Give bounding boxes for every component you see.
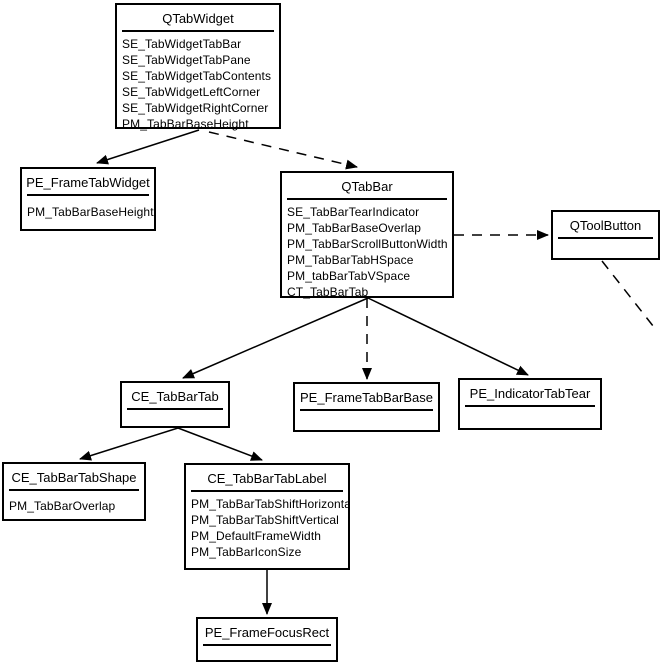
node-item: PM_TabBarTabShiftHorizontal [191,497,348,511]
node-qtoolbutton: QToolButton [551,210,660,260]
node-item: SE_TabBarTearIndicator [287,205,420,219]
edge-qtabwidget-to-qtabbar [208,131,358,170]
node-pe_frametabbarbase: PE_FrameTabBarBase [293,382,440,432]
node-title: CE_TabBarTabShape [11,470,137,485]
node-item: SE_TabWidgetTabBar [122,37,242,51]
node-item: PM_TabBarTabShiftVertical [191,513,339,527]
node-title: CE_TabBarTabLabel [207,471,327,486]
title-separator [191,490,343,492]
edge-qtoolbutton-to-offscreen-bottom-right [601,260,658,332]
node-item-list [198,646,336,650]
node-item: SE_TabWidgetTabContents [122,69,272,83]
node-item-list [460,407,600,411]
node-item: PM_TabBarBaseHeight [27,205,154,219]
node-title: PE_FrameFocusRect [204,625,330,640]
title-separator [287,198,447,200]
node-item-list: PM_TabBarBaseHeight [22,196,154,220]
title-separator [300,409,433,411]
node-item: PM_tabBarTabVSpace [287,269,411,283]
title-separator [203,644,331,646]
node-item-list [553,239,658,243]
node-item: PM_TabBarTabHSpace [287,253,414,267]
node-item: PM_TabBarOverlap [9,499,116,513]
node-item: PM_TabBarBaseHeight [122,117,249,131]
title-separator [122,30,274,32]
node-item-list [295,411,438,415]
node-title: QTabBar [341,179,393,194]
edge-qtabwidget-to-pe_frametabwidget [96,129,200,165]
node-title: PE_IndicatorTabTear [469,386,591,401]
edge-ce_tabbartab-to-ce_tabbartabshape [79,427,179,461]
title-separator [558,237,653,239]
node-item: PM_TabBarBaseOverlap [287,221,422,235]
node-title: CE_TabBarTab [131,389,219,404]
title-separator [9,489,139,491]
node-title: QToolButton [569,218,642,233]
node-item: CT_TabBarTab [287,285,369,299]
title-separator [127,408,223,410]
node-item: SE_TabWidgetTabPane [122,53,251,67]
title-separator [465,405,595,407]
node-item: SE_TabWidgetRightCorner [122,101,269,115]
node-title: PE_FrameTabWidget [26,175,150,190]
node-pe_indicatortabtear: PE_IndicatorTabTear [458,378,602,430]
node-item: PM_TabBarScrollButtonWidth [287,237,448,251]
edge-qtabbar-to-pe_indicatortabtear [367,297,529,376]
node-item: SE_TabWidgetLeftCorner [122,85,261,99]
title-separator [27,194,149,196]
edge-ce_tabbartab-to-ce_tabbartablabel [177,427,263,461]
node-pe_framefocusrect: PE_FrameFocusRect [196,617,338,662]
node-title: PE_FrameTabBarBase [300,390,433,405]
node-item-list [122,410,228,414]
node-title: QTabWidget [162,11,234,26]
node-ce_tabbartab: CE_TabBarTab [120,381,230,428]
node-item-list: PM_TabBarOverlap [4,491,144,514]
node-item: PM_TabBarIconSize [191,545,302,559]
node-item: PM_DefaultFrameWidth [191,529,322,543]
edge-qtabbar-to-ce_tabbartab [182,297,369,379]
